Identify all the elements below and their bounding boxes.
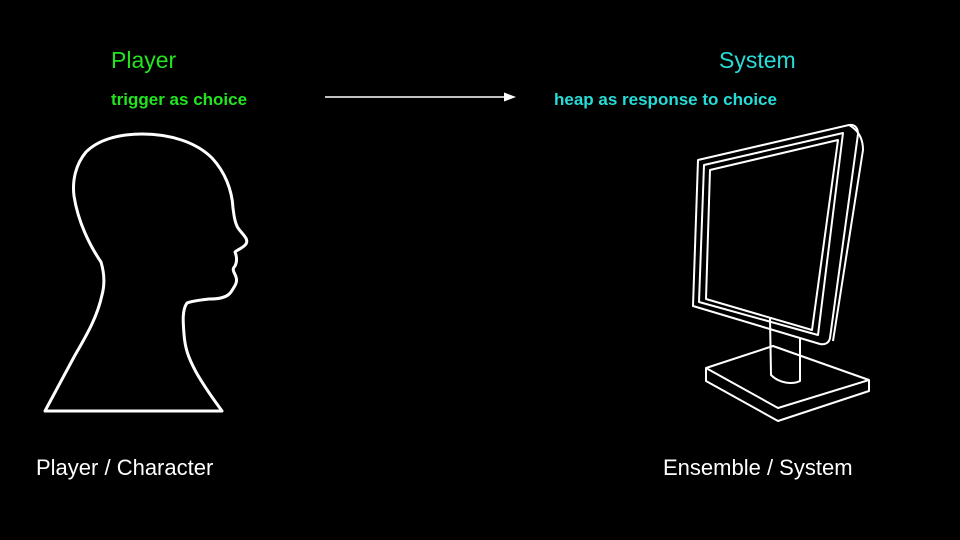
player-action-label: trigger as choice [111, 90, 248, 109]
computer-monitor-icon [692, 123, 870, 422]
player-title: Player [111, 47, 177, 73]
flow-arrow [325, 92, 516, 102]
player-caption: Player / Character [36, 455, 214, 480]
human-head-silhouette-icon [43, 132, 249, 413]
system-title: System [719, 47, 796, 73]
system-response-label: heap as response to choice [554, 90, 777, 109]
system-caption: Ensemble / System [663, 455, 853, 480]
